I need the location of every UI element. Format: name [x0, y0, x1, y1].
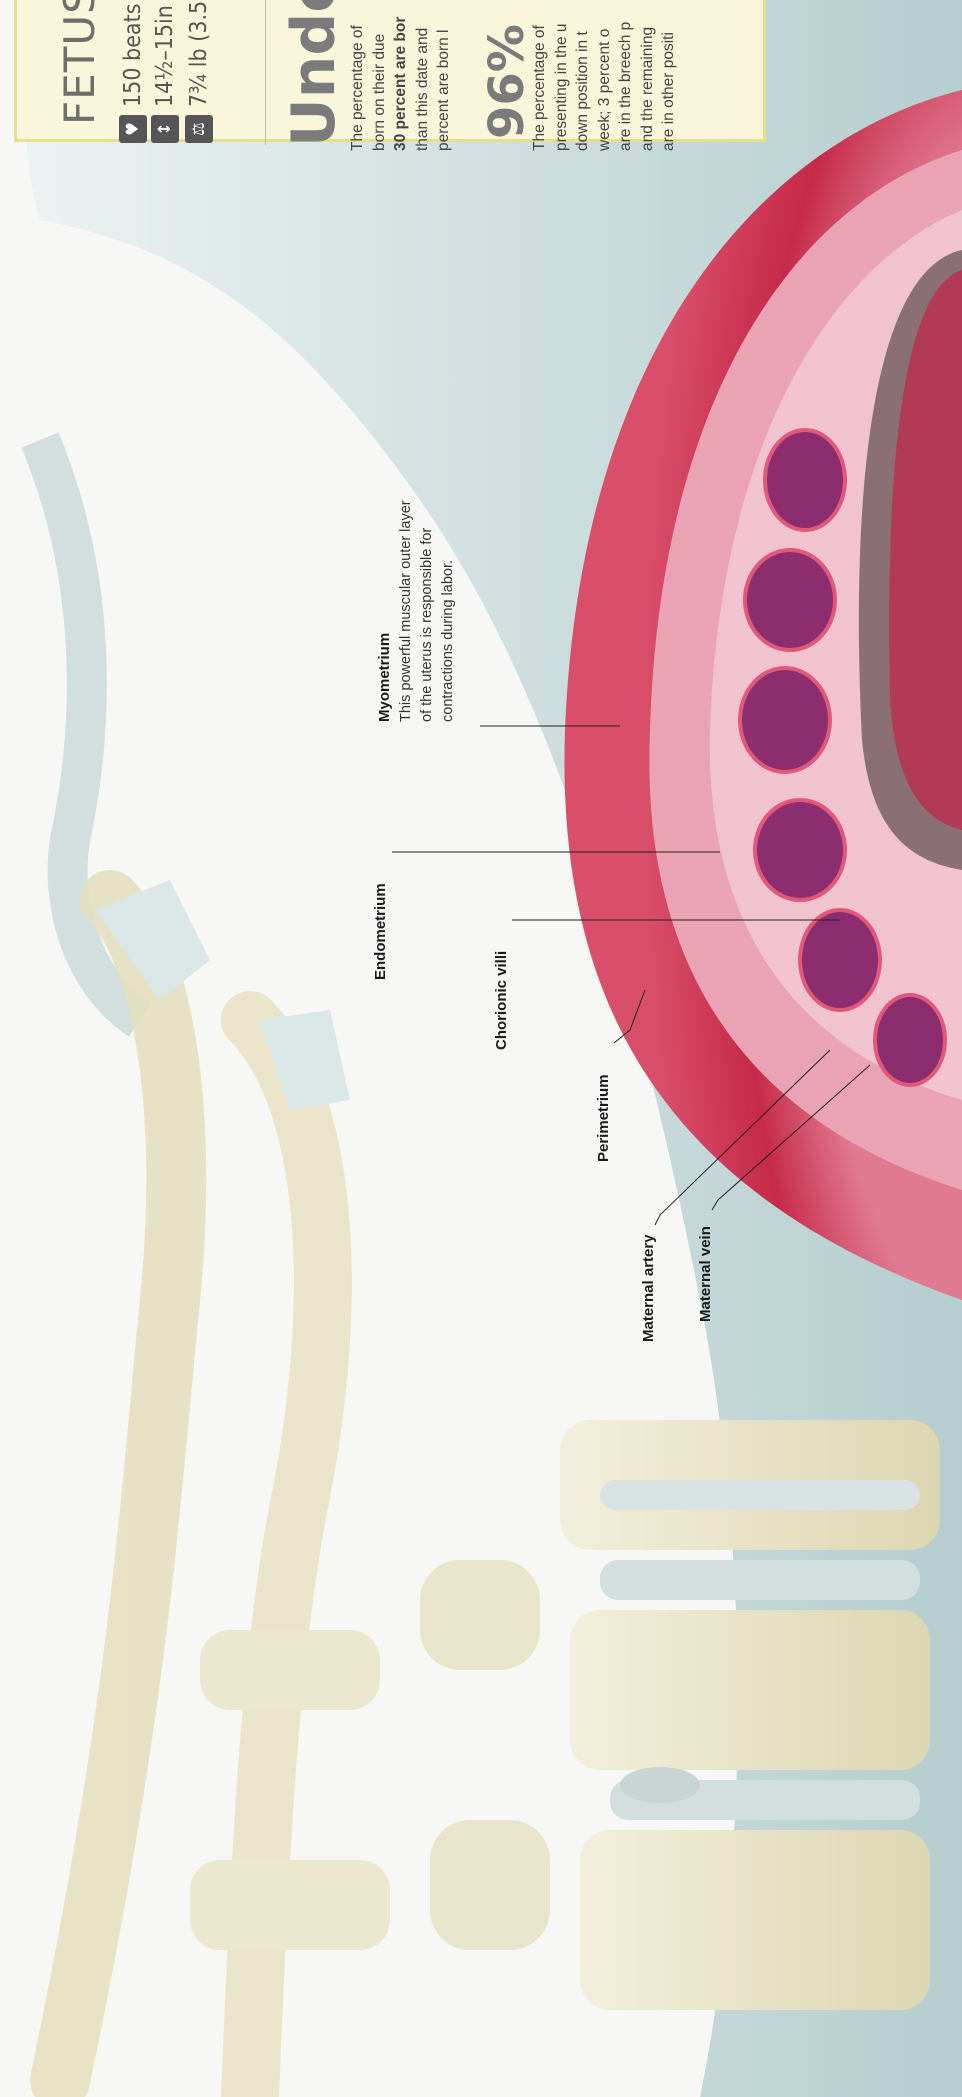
para-line: week; 3 percent o: [594, 0, 616, 151]
position-figure: 96%: [479, 24, 535, 139]
para-line: and the remaining: [637, 0, 659, 151]
fetus-fact-box: FETUS ♥ 150 beats pe ↕ 14½–15in ( ⚖ 7¾ l…: [14, 0, 766, 142]
stat-text: 7¾ lb (3.5k: [186, 0, 212, 107]
stat-text: 14½–15in (: [152, 0, 178, 107]
ruler-icon: ↕: [151, 115, 179, 143]
position-paragraph: The percentage of presenting in the u do…: [529, 0, 680, 151]
myometrium-label: Myometrium: [376, 633, 393, 722]
para-line: 30 percent are bor: [390, 0, 412, 151]
para-line: down position in t: [572, 0, 594, 151]
fact-box-divider: [265, 0, 266, 145]
para-line: The percentage of: [529, 0, 551, 151]
para-line: percent are born l: [433, 0, 455, 151]
para-line: than this date and: [412, 0, 434, 151]
length-stat: ↕ 14½–15in (: [151, 0, 179, 143]
para-line: are in other positi: [658, 0, 680, 151]
due-date-paragraph: The percentage of born on their due 30 p…: [347, 0, 455, 151]
scale-icon: ⚖: [185, 115, 213, 143]
chorionic-villi-label: Chorionic villi: [493, 951, 510, 1050]
para-line: presenting in the u: [551, 0, 573, 151]
para-line: The percentage of: [347, 0, 369, 151]
stat-text: 150 beats pe: [120, 0, 146, 107]
maternal-artery-label: Maternal artery: [640, 1234, 657, 1342]
heart-icon: ♥: [119, 115, 147, 143]
endometrium-label: Endometrium: [372, 883, 389, 980]
due-date-figure: Under 5: [279, 0, 349, 147]
perimetrium-label: Perimetrium: [595, 1074, 612, 1162]
heart-rate-stat: ♥ 150 beats pe: [119, 0, 147, 143]
weight-stat: ⚖ 7¾ lb (3.5k: [185, 0, 213, 143]
para-line: born on their due: [369, 0, 391, 151]
fact-box-heading: FETUS: [55, 0, 104, 125]
para-line: are in the breech p: [615, 0, 637, 151]
myometrium-description: This powerful muscular outer layer of th…: [396, 492, 459, 722]
maternal-vein-label: Maternal vein: [697, 1226, 714, 1322]
